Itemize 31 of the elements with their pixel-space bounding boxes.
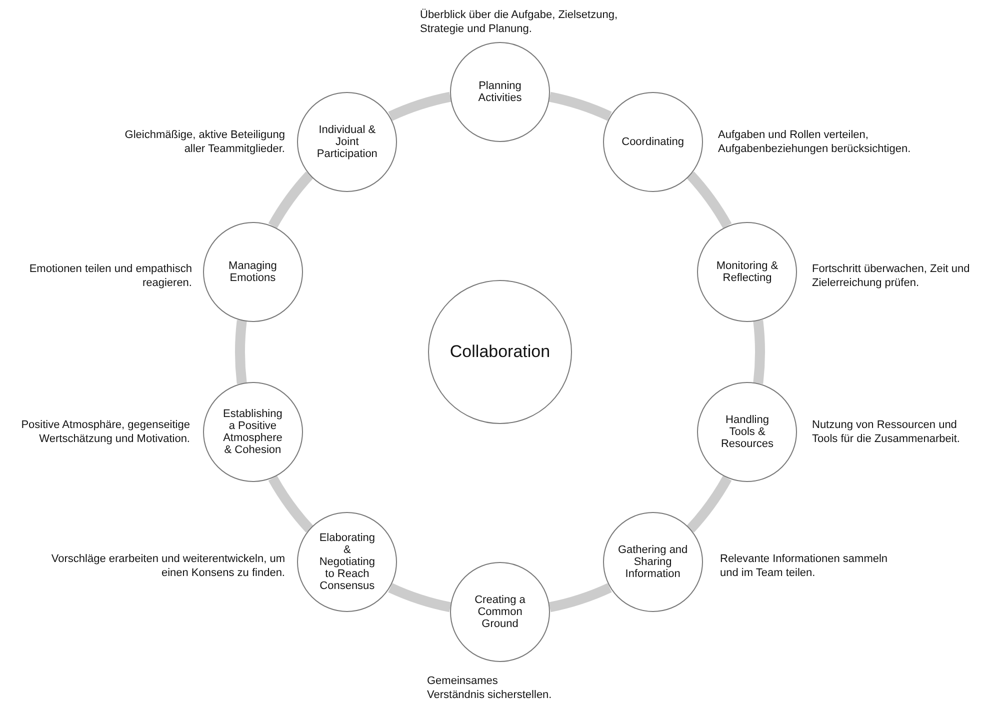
circle-label: Coordinating [620,136,685,148]
description-text: Nutzung von Ressourcen und Tools für die Zusammenarbeit. [812,418,961,446]
connector-arc [686,172,732,228]
description-text: Vorschläge erarbeiten und weiterentwickeln, um einen Konsens zu finden. [50,552,285,580]
circle-label: Elaborating & Negotiating to Reach Consensus [318,532,376,592]
circle-label: Planning Activities [477,80,523,104]
description-text: Gemeinsames Verständnis sicherstellen. [427,674,553,701]
description-text: Überblick über die Aufgabe, Zielsetzung, Strategie und Planung. [420,8,619,36]
connector-arc [268,172,314,228]
connector-arc [388,583,452,612]
connector-arc [548,583,612,612]
circle-label: Handling Tools & Resources [720,414,775,450]
circle-label: Monitoring & Reflecting [715,260,780,284]
circle-label: Establishing a Positive Atmosphere & Cohesion [222,408,284,456]
description-text: Aufgaben und Rollen verteilen, Aufgabenbeziehungen berücksichtigen. [718,128,912,156]
circle-label: Collaboration [448,342,552,362]
description-text: Relevante Informationen sammeln und im Team teilen. [720,552,889,580]
connector-arc [548,92,612,121]
description-text: Positive Atmosphäre, gegenseitige Wertschätzung und Motivation. [20,418,190,446]
connector-arc [686,476,732,532]
connector-arc [268,476,314,532]
description-text: Emotionen teilen und empathisch reagieren. [28,262,192,290]
connector-arc [388,92,452,121]
circle-label: Creating a Common Ground [474,594,526,630]
description-text: Fortschritt überwachen, Zeit und Zielerreichung prüfen. [812,262,971,290]
description-text: Gleichmäßige, aktive Beteiligung aller Teammitglieder. [124,128,285,156]
connector-arc [753,320,765,384]
connector-arc [235,320,247,384]
circle-label: Gathering and Sharing Information [618,544,688,580]
circle-label: Managing Emotions [228,260,278,284]
circle-label: Individual & Joint Participation [316,124,378,160]
